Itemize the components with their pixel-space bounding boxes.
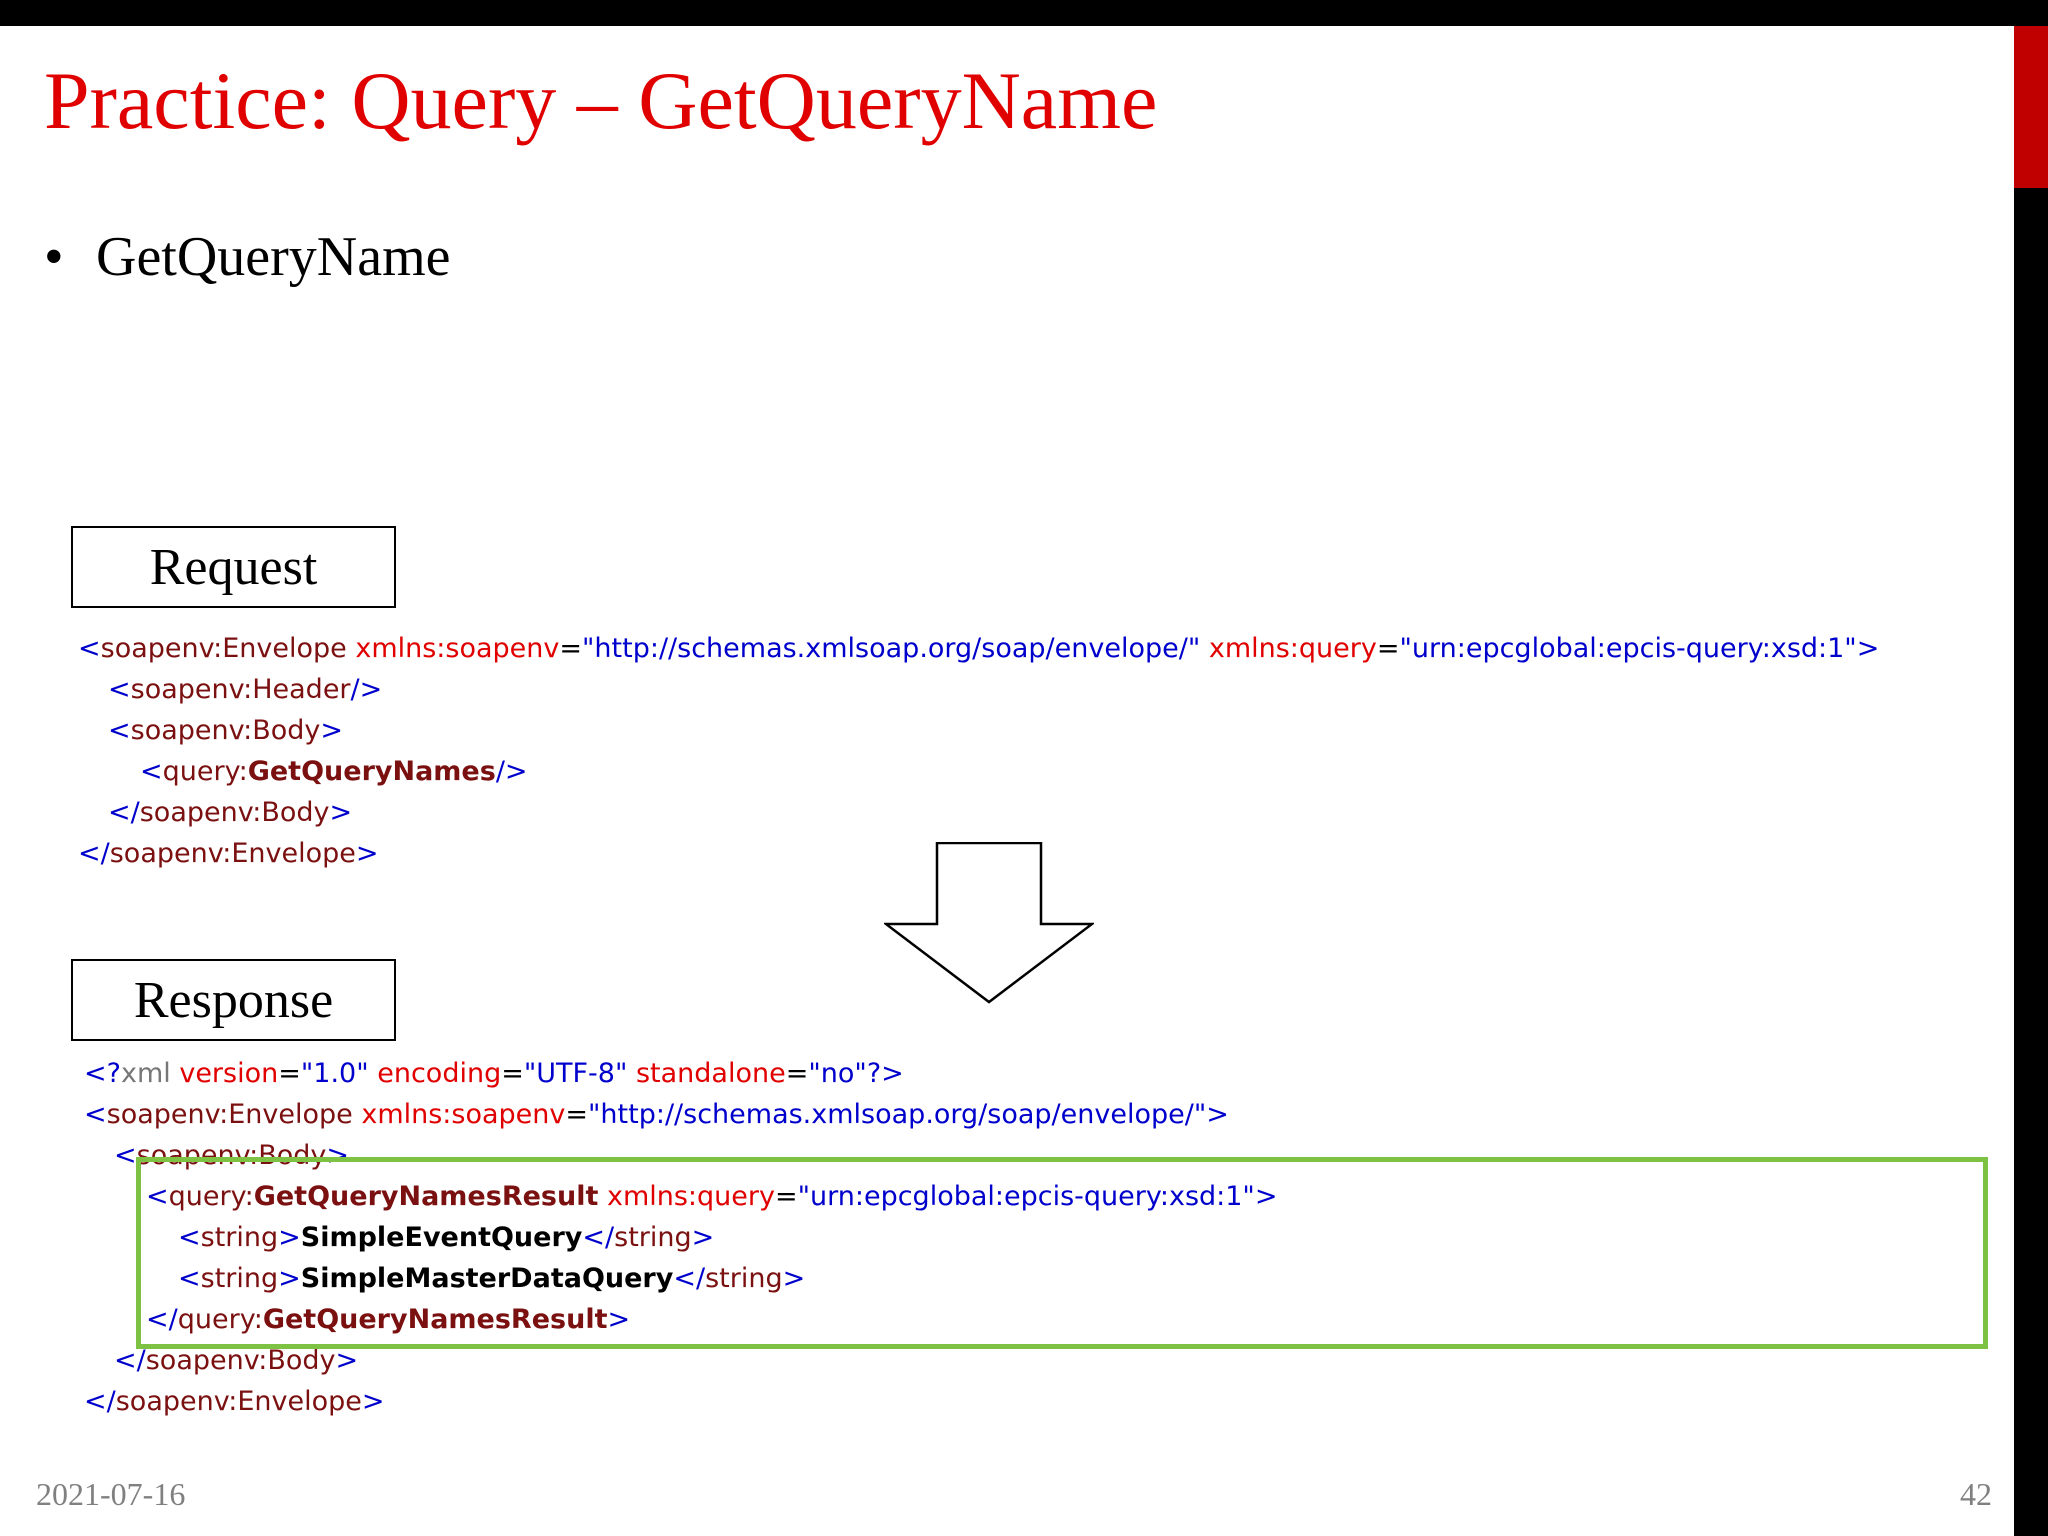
response-line-3: <soapenv:Body>: [114, 1140, 350, 1171]
slide-title: Practice: Query – GetQueryName: [44, 55, 1158, 146]
response-line-2: <soapenv:Envelope xmlns:soapenv="http://…: [84, 1099, 1229, 1130]
result-highlight-box: [136, 1157, 1988, 1349]
bullet-text: GetQueryName: [96, 226, 451, 288]
footer-date: 2021-07-16: [36, 1476, 186, 1512]
request-line-4: <query:GetQueryNames/>: [140, 756, 528, 787]
request-line-2: <soapenv:Header/>: [108, 674, 383, 705]
response-line-6: <string>SimpleMasterDataQuery</string>: [178, 1263, 806, 1294]
response-line-8: </soapenv:Body>: [114, 1345, 359, 1376]
bullet-marker: •: [44, 226, 64, 288]
response-line-9: </soapenv:Envelope>: [84, 1386, 385, 1417]
top-bar: [0, 0, 2048, 26]
request-code-block: <soapenv:Envelope xmlns:soapenv="http://…: [78, 628, 1879, 874]
request-line-5: </soapenv:Body>: [108, 797, 353, 828]
request-label: Request: [149, 538, 318, 596]
response-line-1: <?xml version="1.0" encoding="UTF-8" sta…: [84, 1058, 904, 1089]
response-label: Response: [133, 971, 334, 1029]
right-accent-bar: [2014, 26, 2048, 188]
response-code-block: <?xml version="1.0" encoding="UTF-8" sta…: [84, 1053, 1277, 1422]
request-label-box: Request: [71, 526, 396, 608]
right-side-bar: [2014, 0, 2048, 1536]
response-line-4: <query:GetQueryNamesResult xmlns:query="…: [146, 1181, 1278, 1212]
response-line-7: </query:GetQueryNamesResult>: [146, 1304, 631, 1335]
response-line-5: <string>SimpleEventQuery</string>: [178, 1222, 715, 1253]
request-line-3: <soapenv:Body>: [108, 715, 344, 746]
request-line-6: </soapenv:Envelope>: [78, 838, 379, 869]
request-line-1: <soapenv:Envelope xmlns:soapenv="http://…: [78, 633, 1880, 664]
response-label-box: Response: [71, 959, 396, 1041]
bullet-item: • GetQueryName: [44, 224, 451, 291]
down-arrow-icon: [884, 842, 1094, 1004]
page-number: 42: [1960, 1476, 1992, 1512]
